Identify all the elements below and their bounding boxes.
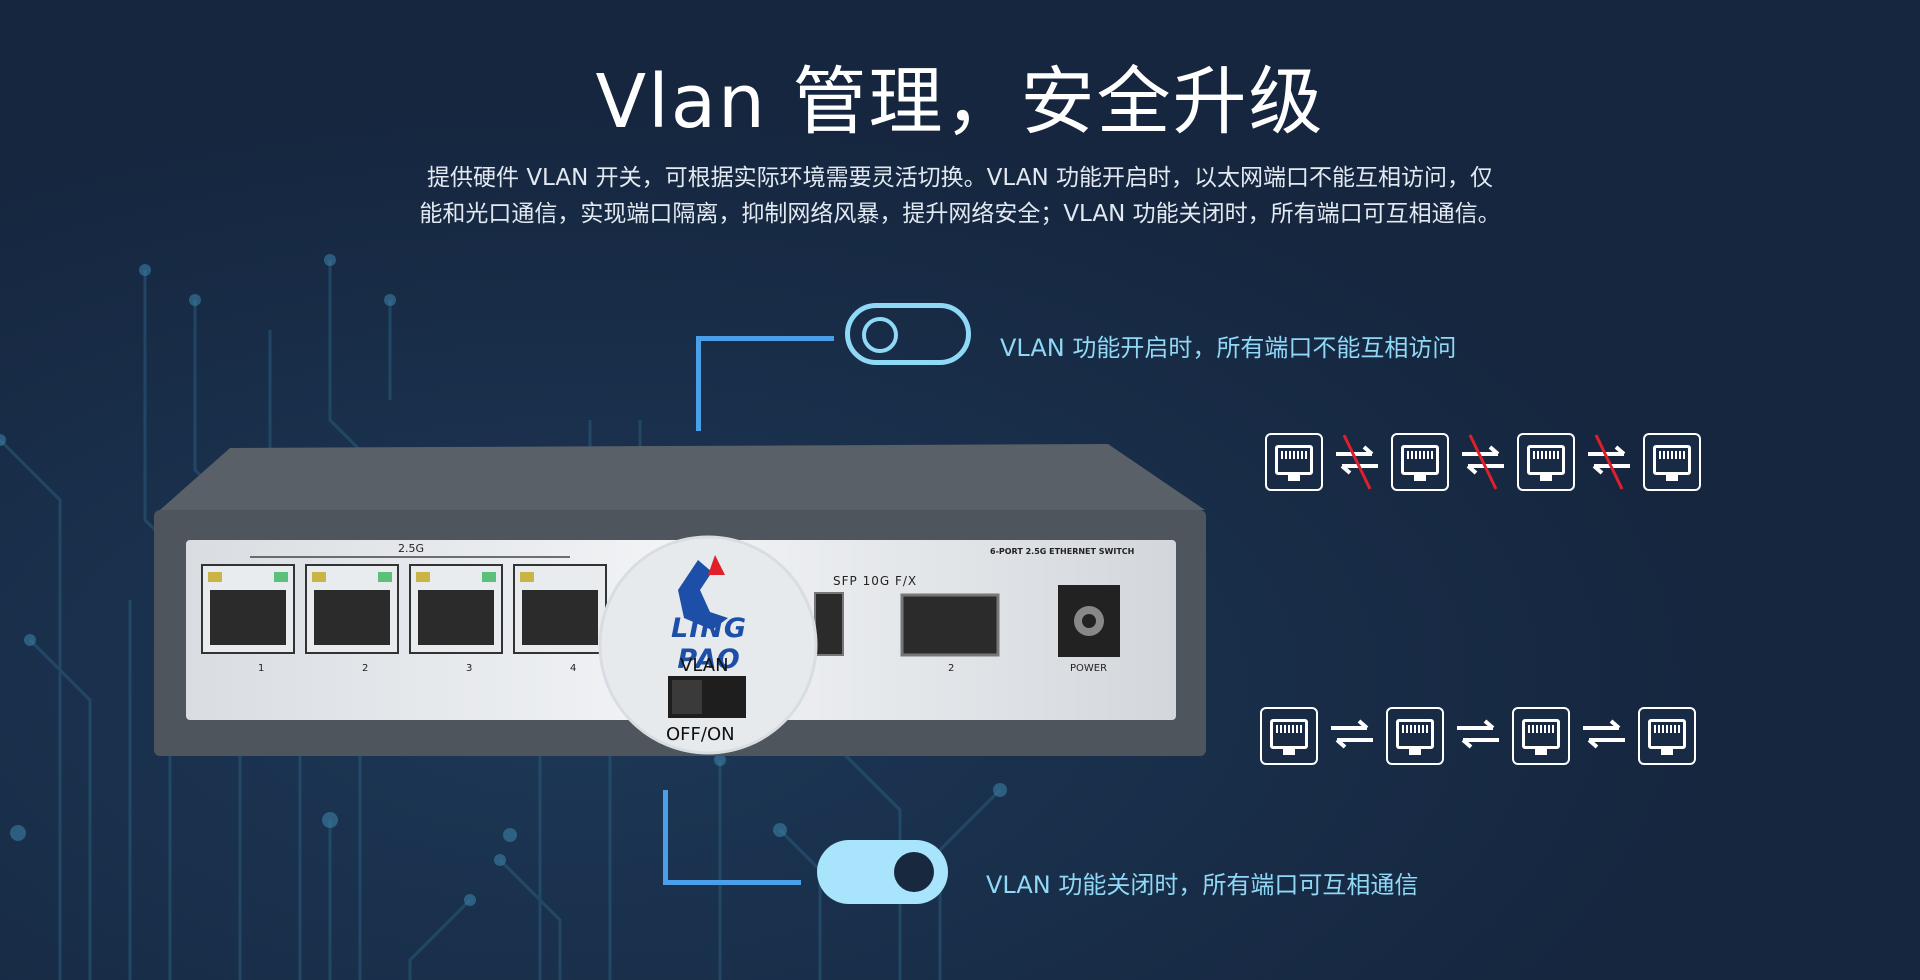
port-number: 2 — [362, 663, 369, 674]
isolated-ports-diagram — [1265, 433, 1701, 491]
port-number: 2 — [948, 663, 955, 674]
rj45-port-group — [201, 564, 607, 654]
bidirectional-link-icon — [1444, 707, 1512, 765]
brand-logo-text: LING PAO — [670, 613, 747, 675]
description-line-1: 提供硬件 VLAN 开关，可根据实际环境需要灵活切换。VLAN 功能开启时，以太… — [427, 165, 1493, 191]
ethernet-port-icon — [1265, 433, 1323, 491]
ethernet-port-icon — [1643, 433, 1701, 491]
label-2-5g: 2.5G — [398, 542, 425, 555]
ethernet-port-icon — [1512, 707, 1570, 765]
toggle-knob — [894, 852, 934, 892]
ethernet-port-icon — [1391, 433, 1449, 491]
ethernet-switch-device — [154, 444, 1206, 756]
page-title: Vlan 管理，安全升级 — [595, 59, 1325, 145]
blocked-link-icon — [1449, 433, 1517, 491]
vlan-switch-off-on-label: OFF/ON — [666, 724, 735, 745]
ethernet-port-icon — [1517, 433, 1575, 491]
label-power: POWER — [1070, 663, 1108, 674]
bidirectional-link-icon — [1570, 707, 1638, 765]
vlan-switch-label: VLAN — [680, 655, 729, 676]
ethernet-port-icon — [1638, 707, 1696, 765]
label-model: 6-PORT 2.5G ETHERNET SWITCH — [990, 547, 1135, 556]
label-sfp: SFP 10G F/X — [833, 574, 918, 588]
ethernet-port-icon — [1260, 707, 1318, 765]
port-number: 3 — [466, 663, 473, 674]
vlan-off-caption: VLAN 功能关闭时，所有端口可互相通信 — [986, 871, 1419, 899]
blocked-link-icon — [1323, 433, 1391, 491]
vlan-on-caption: VLAN 功能开启时，所有端口不能互相访问 — [1000, 334, 1457, 362]
connector-line-bottom-horizontal — [663, 880, 801, 885]
port-number: 1 — [258, 663, 265, 674]
port-number: 4 — [570, 663, 577, 674]
connector-line-bottom — [663, 790, 668, 885]
vlan-on-toggle-icon — [845, 303, 971, 365]
ethernet-port-icon — [1386, 707, 1444, 765]
blocked-link-icon — [1575, 433, 1643, 491]
vlan-off-toggle-icon — [817, 840, 948, 904]
connected-ports-diagram — [1260, 707, 1696, 765]
toggle-knob — [862, 317, 898, 353]
bidirectional-link-icon — [1318, 707, 1386, 765]
connector-line-top-horizontal — [696, 336, 834, 341]
description-line-2: 能和光口通信，实现端口隔离，抑制网络风暴，提升网络安全；VLAN 功能关闭时，所… — [419, 201, 1501, 227]
connector-line-top — [696, 336, 701, 431]
